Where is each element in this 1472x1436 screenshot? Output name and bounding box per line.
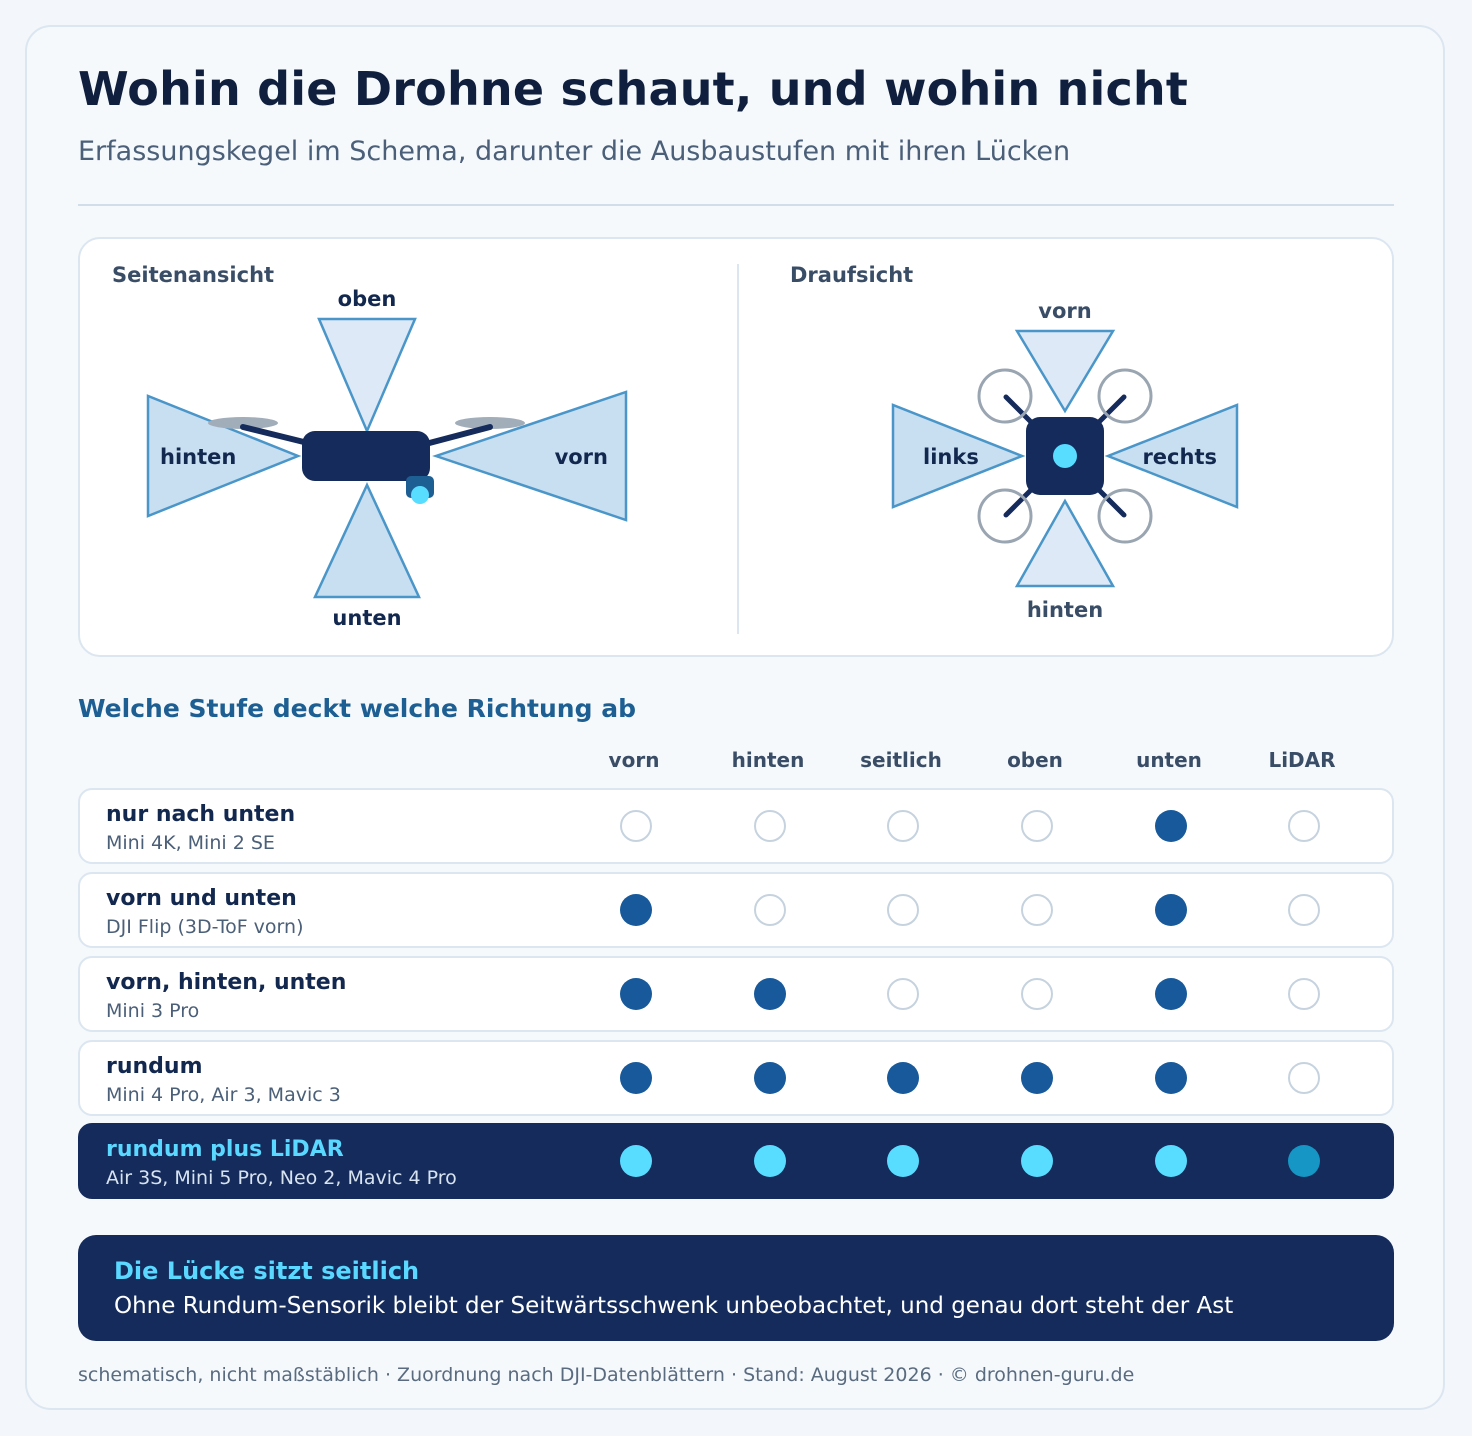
label-rechts: rechts (1142, 445, 1217, 469)
rotor-back-right-icon (1097, 488, 1153, 544)
coverage-dot-filled (1288, 1145, 1320, 1177)
row-models: DJI Flip (3D-ToF vorn) (106, 916, 304, 938)
coverage-dot-empty (754, 810, 786, 842)
coverage-dot-empty (1021, 894, 1053, 926)
coverage-dot-empty (1021, 810, 1053, 842)
rotor-back-icon (208, 417, 278, 429)
camera-lens-icon (411, 486, 429, 504)
label-hinten-side: hinten (160, 445, 236, 469)
label-vorn-side: vorn (555, 445, 608, 469)
coverage-dot-filled (620, 978, 652, 1010)
callout-box: Die Lücke sitzt seitlich Ohne Rundum-Sen… (78, 1235, 1394, 1341)
coverage-dot-filled (754, 1062, 786, 1094)
callout-text: Ohne Rundum-Sensorik bleibt der Seitwärt… (114, 1293, 1234, 1319)
rotor-front-right-icon (1097, 368, 1153, 424)
row-models: Mini 3 Pro (106, 1000, 200, 1022)
cone-left (891, 403, 1026, 509)
table-row: rundum plus LiDAR Air 3S, Mini 5 Pro, Neo… (78, 1123, 1394, 1199)
coverage-dot-filled (754, 978, 786, 1010)
coverage-dot-filled (1021, 1145, 1053, 1177)
camera-top-icon (1053, 444, 1077, 468)
coverage-dot-filled (620, 1062, 652, 1094)
cone-back-top (1014, 498, 1116, 588)
coverage-dot-empty (887, 810, 919, 842)
rotor-back-left-icon (977, 488, 1033, 544)
sensor-cone-diagram: Seitenansicht oben unten hinten vorn (112, 263, 1239, 634)
label-links: links (923, 445, 979, 469)
coverage-dot-empty (754, 894, 786, 926)
page-title: Wohin die Drohne schaut, und wohin nicht (78, 62, 1189, 116)
column-header: hinten (731, 748, 805, 772)
column-header: LiDAR (1268, 748, 1336, 772)
top-view-title: Draufsicht (790, 263, 913, 287)
coverage-dot-empty (1288, 978, 1320, 1010)
column-header: seitlich (860, 748, 942, 772)
coverage-dot-filled (754, 1145, 786, 1177)
side-view-title: Seitenansicht (112, 263, 274, 287)
row-level-name: vorn und unten (106, 886, 297, 911)
rotor-front-left-icon (977, 368, 1033, 424)
coverage-dot-filled (1155, 1062, 1187, 1094)
row-level-name: nur nach unten (106, 802, 296, 827)
cone-top (317, 317, 417, 435)
page-subtitle: Erfassungskegel im Schema, darunter die … (78, 136, 1071, 167)
rotor-front-icon (455, 417, 525, 429)
coverage-dot-empty (1021, 978, 1053, 1010)
cone-front-top (1014, 329, 1116, 414)
coverage-dot-empty (1288, 1062, 1320, 1094)
side-view: Seitenansicht oben unten hinten vorn (112, 263, 628, 630)
row-models: Mini 4 Pro, Air 3, Mavic 3 (106, 1084, 341, 1106)
column-header: vorn (608, 748, 660, 772)
coverage-dot-empty (620, 810, 652, 842)
coverage-dot-filled (1021, 1062, 1053, 1094)
column-header: unten (1136, 748, 1202, 772)
arm-front (415, 424, 493, 449)
coverage-dot-filled (620, 1145, 652, 1177)
cone-bottom (313, 482, 421, 599)
coverage-dot-filled (620, 894, 652, 926)
row-level-name: rundum plus LiDAR (106, 1137, 344, 1162)
top-view: Draufsicht vorn hinten links rechts (790, 263, 1239, 622)
coverage-dot-filled (1155, 810, 1187, 842)
row-level-name: rundum (106, 1054, 203, 1079)
coverage-dot-filled (1155, 894, 1187, 926)
label-hinten-top: hinten (1027, 598, 1103, 622)
cone-front (432, 390, 628, 522)
sensor-diagram-panel: Seitenansicht oben unten hinten vorn (78, 237, 1394, 657)
coverage-dot-empty (887, 978, 919, 1010)
divider (78, 204, 1394, 206)
coverage-dot-filled (1155, 978, 1187, 1010)
coverage-dot-filled (887, 1145, 919, 1177)
column-header: oben (1007, 748, 1063, 772)
label-vorn-top: vorn (1038, 299, 1091, 323)
coverage-dot-filled (887, 1062, 919, 1094)
row-models: Air 3S, Mini 5 Pro, Neo 2, Mavic 4 Pro (106, 1167, 457, 1189)
label-unten: unten (332, 606, 401, 630)
label-oben: oben (338, 287, 397, 311)
coverage-dot-empty (1288, 810, 1320, 842)
coverage-dot-empty (1288, 894, 1320, 926)
coverage-dot-filled (1155, 1145, 1187, 1177)
coverage-dot-empty (887, 894, 919, 926)
row-models: Mini 4K, Mini 2 SE (106, 832, 275, 854)
matrix-heading: Welche Stufe deckt welche Richtung ab (78, 694, 636, 723)
row-level-name: vorn, hinten, unten (106, 970, 347, 995)
cone-right (1104, 403, 1239, 509)
footer-note: schematisch, nicht maßstäblich · Zuordnu… (78, 1364, 1135, 1386)
callout-title: Die Lücke sitzt seitlich (114, 1257, 420, 1285)
drone-body-icon (302, 431, 430, 481)
